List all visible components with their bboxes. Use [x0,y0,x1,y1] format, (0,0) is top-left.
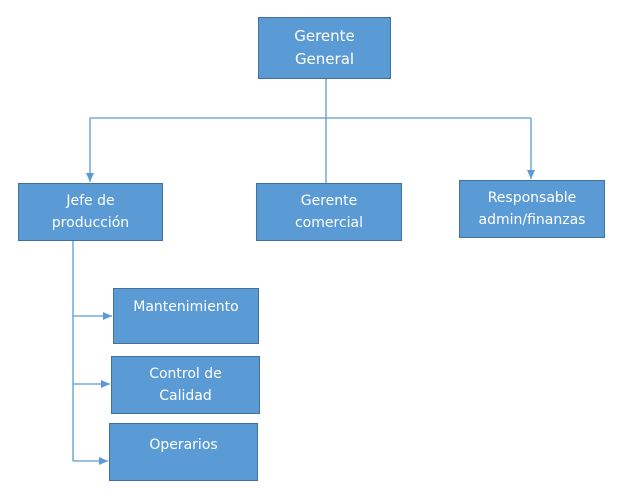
node-label-line: admin/finanzas [478,212,586,228]
node-label-line: General [294,50,355,68]
node-gerente-comercial: Gerente comercial [256,183,402,241]
node-label-line: producción [51,215,130,231]
node-label-line: Operarios [149,437,218,453]
node-label-line: Mantenimiento [133,299,239,315]
node-label-line: Gerente [294,27,355,45]
node-responsable-admin-finanzas: Responsable admin/finanzas [459,180,605,238]
node-label-line: Control de [149,366,222,382]
node-gerente-general: Gerente General [258,17,391,79]
node-label-line: comercial [294,215,364,231]
node-label-line: Jefe de [66,193,115,209]
node-control-de-calidad: Control de Calidad [111,356,260,414]
node-label-line: Gerente [300,193,358,209]
node-mantenimiento: Mantenimiento [113,288,259,344]
node-jefe-de-produccion: Jefe de producción [18,183,163,241]
node-label-line: Responsable [487,190,577,206]
node-label-line: Calidad [159,388,212,404]
node-operarios: Operarios [109,423,258,481]
